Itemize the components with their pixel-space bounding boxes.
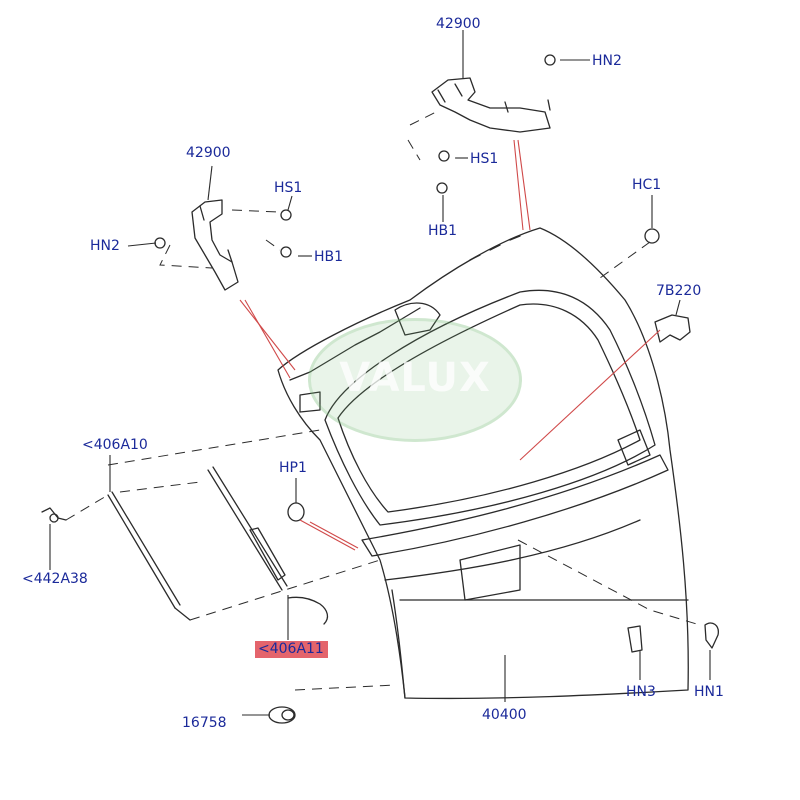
gas-strut-left	[107, 491, 191, 621]
label-hs1-right: HS1	[470, 151, 499, 167]
clip-442a38	[41, 507, 67, 521]
watermark-text: VALUX	[339, 355, 491, 401]
hn1-clip	[704, 622, 719, 649]
label-hb1-left: HB1	[314, 249, 344, 265]
label-406a11-highlighted: <406A11	[255, 641, 328, 658]
hc1-bumper	[644, 228, 660, 244]
label-42900-left-hinge: 42900	[186, 145, 231, 161]
gas-strut-right	[207, 466, 288, 591]
hb1-right-bolt	[436, 182, 448, 194]
hp1-plug	[287, 502, 305, 522]
label-16758: 16758	[182, 715, 227, 731]
hb1-left-bolt	[280, 246, 292, 258]
label-442a38: <442A38	[22, 571, 88, 587]
label-hn1: HN1	[694, 684, 724, 700]
label-hc1: HC1	[632, 177, 662, 193]
hn2-left-clip	[154, 237, 166, 249]
label-406a10: <406A10	[82, 437, 148, 453]
label-40400: 40400	[482, 707, 527, 723]
label-hn3: HN3	[626, 684, 656, 700]
label-hp1: HP1	[279, 460, 307, 476]
label-42900-right-hinge: 42900	[436, 16, 481, 32]
label-7b220: 7B220	[656, 283, 702, 299]
latch-7b220	[654, 314, 691, 343]
label-hb1-right: HB1	[428, 223, 458, 239]
hn2-top-clip	[544, 54, 556, 66]
hs1-right-bolt	[438, 150, 450, 162]
label-hn2-left: HN2	[90, 238, 120, 254]
left-hinge	[191, 199, 239, 291]
watermark: VALUX	[308, 318, 522, 442]
label-hn2-top: HN2	[592, 53, 622, 69]
label-hs1-left: HS1	[274, 180, 303, 196]
hn3-bumper	[627, 625, 643, 653]
hs1-left-bolt	[280, 209, 292, 221]
right-hinge	[431, 77, 551, 133]
